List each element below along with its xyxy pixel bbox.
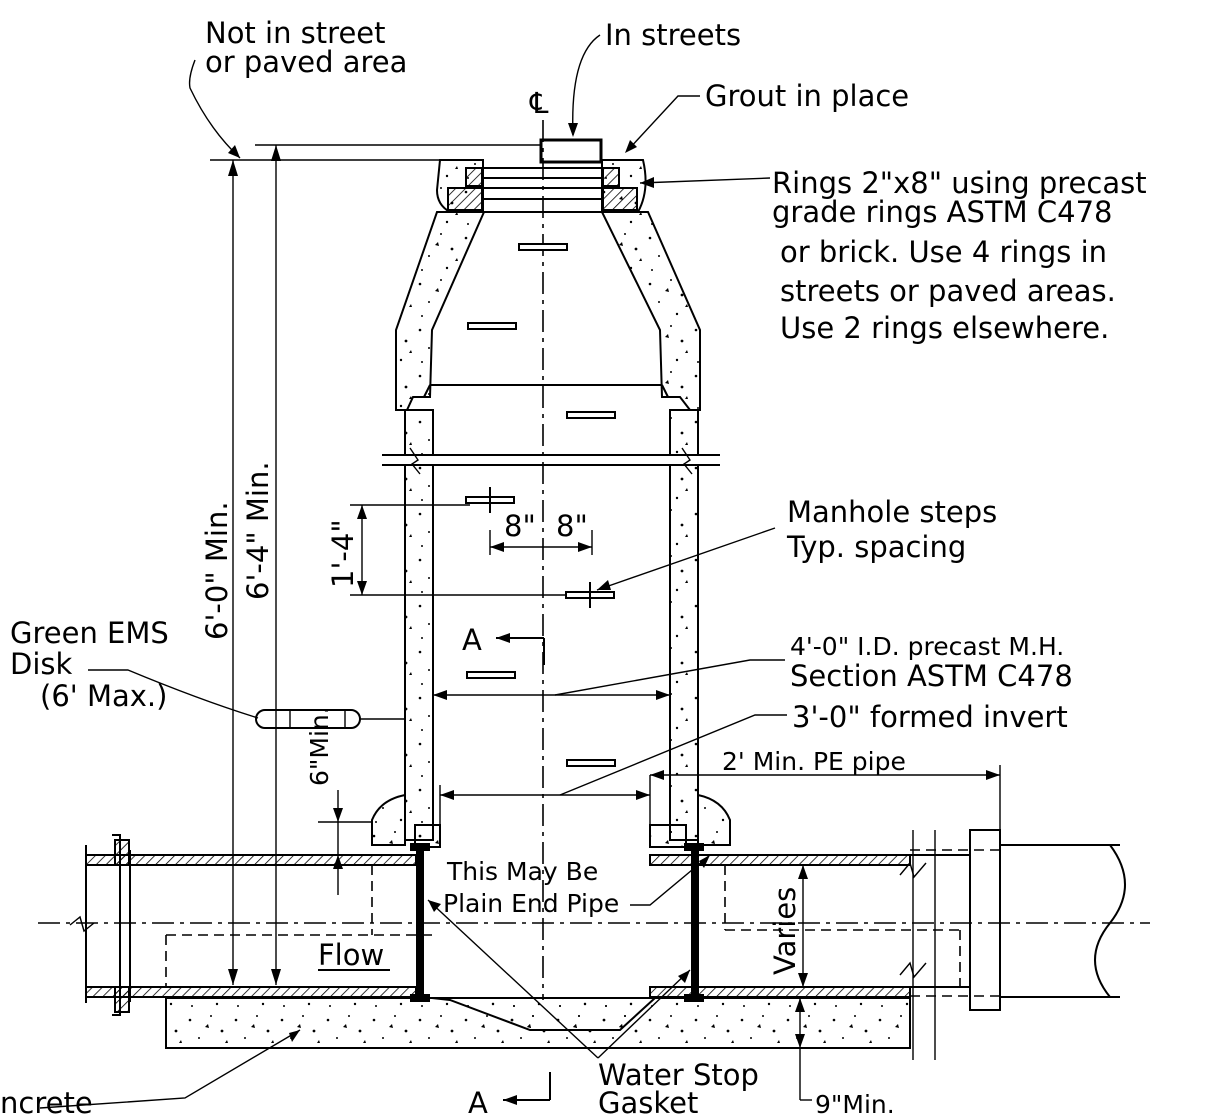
svg-text:4'-0" I.D. precast M.H.: 4'-0" I.D. precast M.H. <box>790 632 1064 661</box>
label-dim-8-left: 8" <box>504 509 536 543</box>
svg-text:Plain End Pipe: Plain End Pipe <box>443 889 619 918</box>
label-dim-6-4: 6'-4" Min. <box>241 461 275 600</box>
dimension-varies <box>798 865 808 987</box>
label-grout: Grout in place <box>705 79 909 113</box>
dimension-8-8 <box>489 530 593 555</box>
label-section-a-bottom: A <box>468 1086 488 1119</box>
label-varies: Varies <box>768 887 802 975</box>
base-bench <box>371 793 731 848</box>
svg-text:Gasket: Gasket <box>598 1086 698 1119</box>
svg-text:This May Be: This May Be <box>446 857 598 886</box>
section-cut-bottom <box>503 1072 551 1105</box>
label-centerline: ℄ <box>529 86 549 120</box>
label-dim-1-4: 1'-4" <box>326 519 360 588</box>
svg-text:Manhole steps: Manhole steps <box>787 495 997 529</box>
label-concrete: ncrete <box>0 1086 93 1119</box>
pipe-right <box>649 829 1126 1060</box>
svg-text:or brick. Use 4 rings in: or brick. Use 4 rings in <box>780 235 1107 269</box>
svg-text:Use 2 rings elsewhere.: Use 2 rings elsewhere. <box>780 311 1109 345</box>
pipe-left <box>69 834 432 1016</box>
label-formed-invert: 3'-0" formed invert <box>792 700 1068 734</box>
label-not-in-street: Not in street or paved area <box>205 16 407 79</box>
frame-cover <box>539 138 603 164</box>
svg-text:Section ASTM C478: Section ASTM C478 <box>790 659 1073 693</box>
dimension-pe-pipe <box>650 765 1001 830</box>
dimension-invert <box>439 775 651 830</box>
water-stop-gasket-right <box>684 843 704 1002</box>
label-9-min: 9"Min. <box>815 1090 895 1119</box>
dimension-9-min <box>795 998 812 1101</box>
label-precast-section: 4'-0" I.D. precast M.H. Section ASTM C47… <box>790 632 1073 693</box>
label-flow: Flow <box>318 938 384 972</box>
label-rings: Rings 2"x8" using precast grade rings AS… <box>772 166 1147 345</box>
svg-text:Not in street: Not in street <box>205 16 386 50</box>
label-dim-6-0: 6'-0" Min. <box>200 501 234 640</box>
label-green-ems: Green EMS Disk (6' Max.) <box>10 616 169 713</box>
dimension-barrel-id <box>433 690 670 700</box>
label-water-stop: Water Stop Gasket <box>598 1058 759 1119</box>
label-pe-pipe: 2' Min. PE pipe <box>722 747 906 776</box>
water-stop-gasket-left <box>410 843 430 1002</box>
leader-lines <box>39 34 787 1109</box>
svg-text:Disk: Disk <box>10 647 72 681</box>
svg-text:streets or paved areas.: streets or paved areas. <box>780 274 1116 308</box>
svg-text:grade rings ASTM C478: grade rings ASTM C478 <box>772 195 1112 229</box>
label-manhole-steps: Manhole steps Typ. spacing <box>786 495 997 564</box>
label-dim-8-right: 8" <box>556 509 588 543</box>
svg-text:Typ. spacing: Typ. spacing <box>786 530 966 564</box>
label-section-a-top: A <box>462 623 482 657</box>
svg-text:(6' Max.): (6' Max.) <box>40 679 167 713</box>
dimension-6-min <box>318 790 372 895</box>
green-ems-disk <box>255 709 405 729</box>
label-dim-6-min: 6"Min. <box>305 706 334 786</box>
dimension-6-0 <box>210 159 440 985</box>
label-in-streets: In streets <box>605 18 741 52</box>
concrete-cradle <box>165 997 911 1049</box>
grade-ring-stack <box>435 159 647 213</box>
dimension-1-4 <box>350 504 567 596</box>
dimension-6-4 <box>255 144 541 985</box>
manhole-barrel <box>382 409 720 841</box>
svg-text:Green EMS: Green EMS <box>10 616 169 650</box>
svg-text:Rings 2"x8" using precast: Rings 2"x8" using precast <box>772 166 1147 200</box>
section-cut-top <box>496 633 545 665</box>
svg-text:Water Stop: Water Stop <box>598 1058 759 1092</box>
svg-text:or paved area: or paved area <box>205 45 407 79</box>
label-plain-end: This May Be Plain End Pipe <box>443 857 619 918</box>
manhole-cone <box>395 211 701 411</box>
manhole-steps <box>465 243 616 767</box>
